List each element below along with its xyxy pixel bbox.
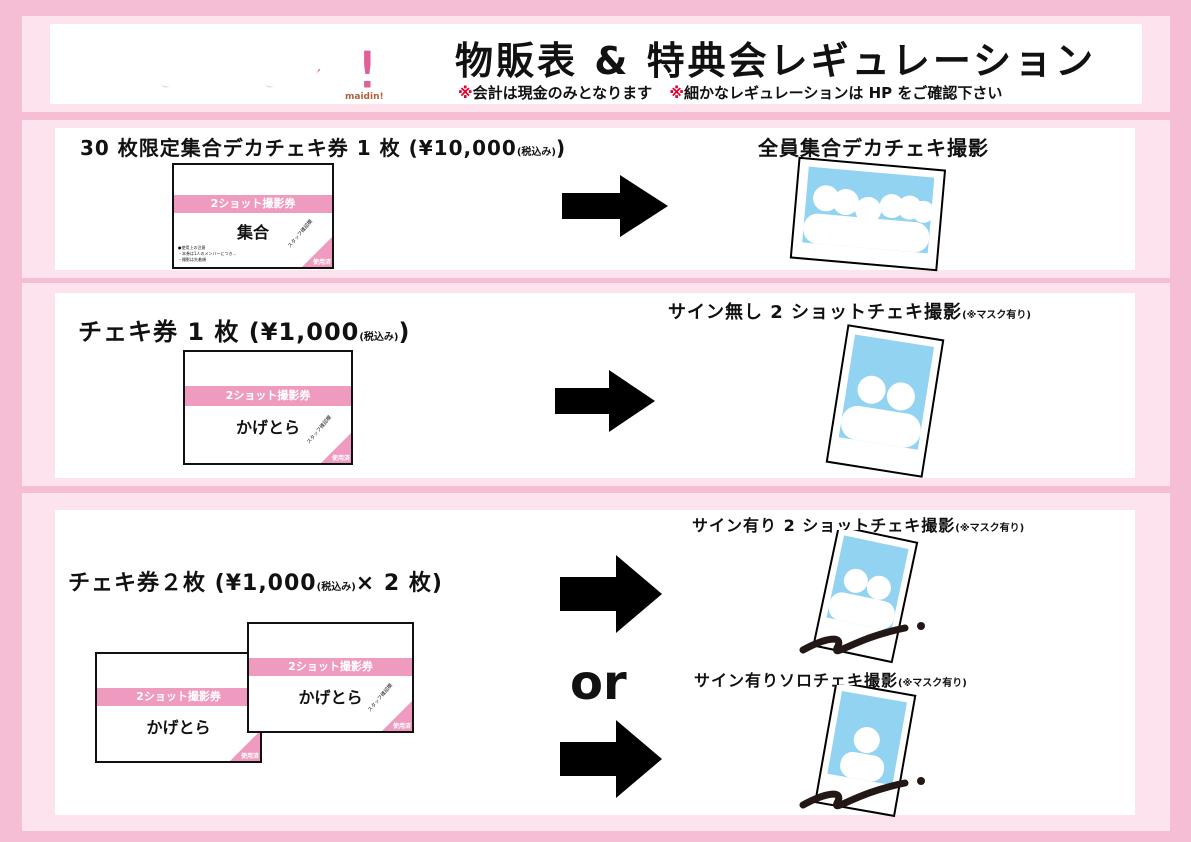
- text-label: × 2 枚): [355, 571, 443, 596]
- signed-two-shot-photo-icon: [799, 530, 925, 664]
- section-1-reward: 全員集合デカチェキ撮影: [758, 136, 989, 160]
- arrow-right-icon: [560, 555, 662, 633]
- used-stamp: 使用済: [240, 753, 259, 760]
- text-label: 2ショット撮影券: [97, 688, 260, 706]
- text-label: 30 枚限定集合デカチェキ券 1 枚 (¥10,000: [80, 136, 517, 160]
- arrow-right-icon: [560, 720, 662, 798]
- ticket-back: 2ショット撮影券 かげとら 使用済: [95, 652, 262, 763]
- ticket-part: [302, 237, 332, 267]
- note-cash-only: ※会計は現金のみとなります: [458, 84, 653, 102]
- text-label: かげとら: [298, 688, 363, 707]
- text-label: 2ショット撮影券: [174, 195, 332, 213]
- ticket-part: [230, 731, 260, 761]
- arrow-right-icon: [562, 175, 668, 237]
- page-title: 物販表 & 特典会レギュレーション: [455, 39, 1097, 83]
- arrow-right-icon: [555, 370, 655, 432]
- text-label: (※マスク有り): [962, 310, 1031, 321]
- logo-subtitle: maidin!: [345, 92, 384, 102]
- logo: めいどいん! maidin!: [94, 26, 440, 108]
- ticket-part: [321, 433, 351, 463]
- or-label: or: [570, 655, 627, 711]
- ticket-part: ●使用上の注意・本券は1人のメンバーにつき…・撮影は先着順: [178, 245, 237, 262]
- text-label: サイン無し 2 ショットチェキ撮影: [668, 302, 963, 323]
- text-label: かげとら: [235, 418, 300, 437]
- reward-signed-two-shot: サイン有り 2 ショットチェキ撮影(※マスク有り): [692, 512, 1024, 536]
- text-label: ): [398, 318, 411, 346]
- note-see-hp: ※細かなレギュレーションは HP をご確認下さい: [669, 84, 1003, 102]
- two-shot-photo-icon: [825, 324, 945, 478]
- text-label: チェキ券 1 枚 (¥1,000: [78, 318, 360, 346]
- text-label: (税込み): [359, 332, 399, 343]
- used-stamp: 使用済: [331, 455, 350, 462]
- ticket-group: 2ショット撮影券 集合 ●使用上の注意・本券は1人のメンバーにつき…・撮影は先着…: [172, 163, 334, 269]
- text-label: (税込み): [316, 582, 356, 593]
- text-label: (※マスク有り): [898, 678, 967, 689]
- text-label: チェキ券２枚 (¥1,000: [68, 571, 317, 596]
- group-photo-icon: [789, 156, 947, 272]
- used-stamp: 使用済: [392, 723, 411, 730]
- header-notes: ※会計は現金のみとなります ※細かなレギュレーションは HP をご確認下さい: [458, 82, 1002, 103]
- section-2-item: チェキ券 1 枚 (¥1,000(税込み)): [78, 312, 410, 347]
- section-2-reward: サイン無し 2 ショットチェキ撮影(※マスク有り): [668, 298, 1031, 324]
- text-label: サイン有り 2 ショットチェキ撮影: [692, 516, 956, 535]
- section-3-item: チェキ券２枚 (¥1,000(税込み)× 2 枚): [68, 565, 443, 597]
- signed-solo-photo-icon: [799, 685, 925, 818]
- text-label: かげとら: [146, 718, 211, 737]
- section-1-item: 30 枚限定集合デカチェキ券 1 枚 (¥10,000(税込み)): [80, 132, 566, 161]
- text-label: 2ショット撮影券: [249, 658, 412, 676]
- ticket-part: [382, 701, 412, 731]
- used-stamp: 使用済: [312, 259, 331, 266]
- header-card: [50, 24, 1142, 104]
- ticket-single: 2ショット撮影券 かげとら スタッフ確認欄 使用済: [183, 350, 353, 465]
- logo-text: めいどいん!: [94, 38, 382, 104]
- text-label: (※マスク有り): [955, 523, 1025, 534]
- text-label: 2ショット撮影券: [185, 386, 351, 406]
- text-label: 集合: [236, 223, 269, 242]
- text-label: (税込み): [516, 147, 556, 158]
- ticket-front: 2ショット撮影券 かげとら スタッフ確認欄 使用済: [247, 622, 414, 733]
- text-label: ): [555, 136, 567, 160]
